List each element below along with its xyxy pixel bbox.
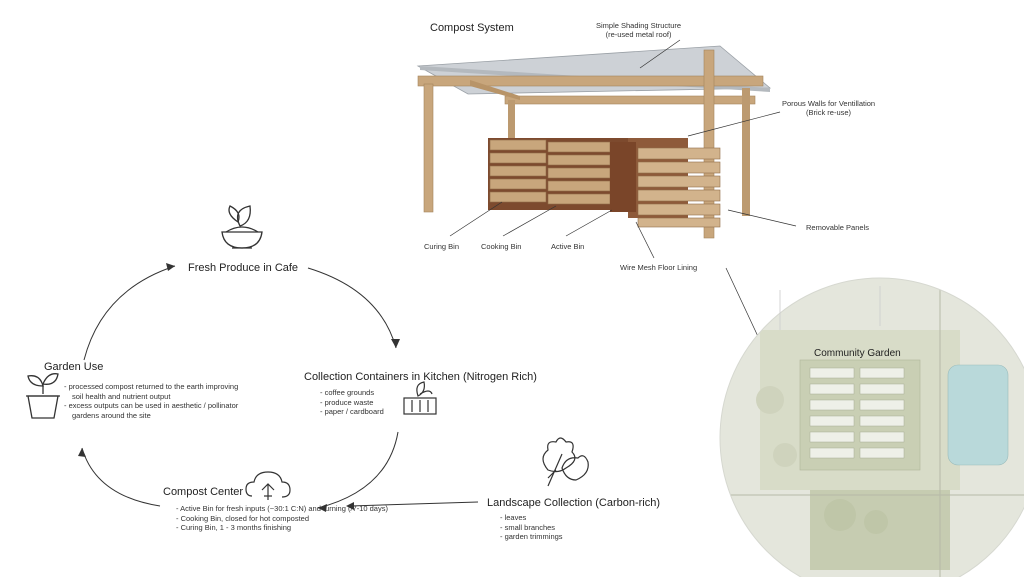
list-item: coffee grounds <box>320 388 384 398</box>
front-beam <box>417 75 764 87</box>
compost-system-title: Compost System <box>430 22 514 34</box>
compost-center-list: Active Bin for fresh inputs (~30:1 C:N) … <box>176 504 388 533</box>
list-item: Curing Bin, 1 - 3 months finishing <box>176 523 388 533</box>
shading-structure-label: Simple Shading Structure (re-used metal … <box>596 21 682 39</box>
porous-walls-label: Porous Walls for Ventillation (Brick re-… <box>782 99 876 117</box>
removable-panels-label: Removable Panels <box>806 223 869 232</box>
landscape-title: Landscape Collection (Carbon-rich) <box>487 497 661 509</box>
garden-use-title: Garden Use <box>44 361 104 373</box>
curing-bin-label: Curing Bin <box>424 242 460 251</box>
post <box>703 49 715 239</box>
list-item: produce waste <box>320 398 384 408</box>
collection-list: coffee grounds produce waste paper / car… <box>320 388 384 417</box>
active-bin <box>637 147 721 228</box>
list-item: garden trimmings <box>500 532 563 542</box>
list-item: leaves <box>500 513 563 523</box>
compost-center-title: Compost Center <box>163 486 244 498</box>
list-item: paper / cardboard <box>320 407 384 417</box>
list-item: soil health and nutrient output <box>72 391 171 401</box>
active-bin-label: Active Bin <box>551 242 585 251</box>
garden-use-list: processed compost returned to the earth … <box>64 382 239 420</box>
wire-mesh-label: Wire Mesh Floor Lining <box>620 263 698 272</box>
curing-bin <box>489 139 547 203</box>
cooking-bin-label: Cooking Bin <box>481 242 522 251</box>
list-item: Cooking Bin, closed for hot composted <box>176 514 388 524</box>
list-item: gardens around the site <box>72 410 151 420</box>
post <box>423 83 434 213</box>
community-garden-title: Community Garden <box>814 348 901 359</box>
landscape-list: leaves small branches garden trimmings <box>500 513 563 542</box>
list-item: small branches <box>500 523 563 533</box>
list-item: excess outputs can be used in aesthetic … <box>64 401 239 411</box>
list-item: processed compost returned to the earth … <box>64 382 239 392</box>
collection-title: Collection Containers in Kitchen (Nitrog… <box>304 371 537 383</box>
list-item: Active Bin for fresh inputs (~30:1 C:N) … <box>176 504 388 514</box>
fresh-produce-title: Fresh Produce in Cafe <box>188 262 299 274</box>
